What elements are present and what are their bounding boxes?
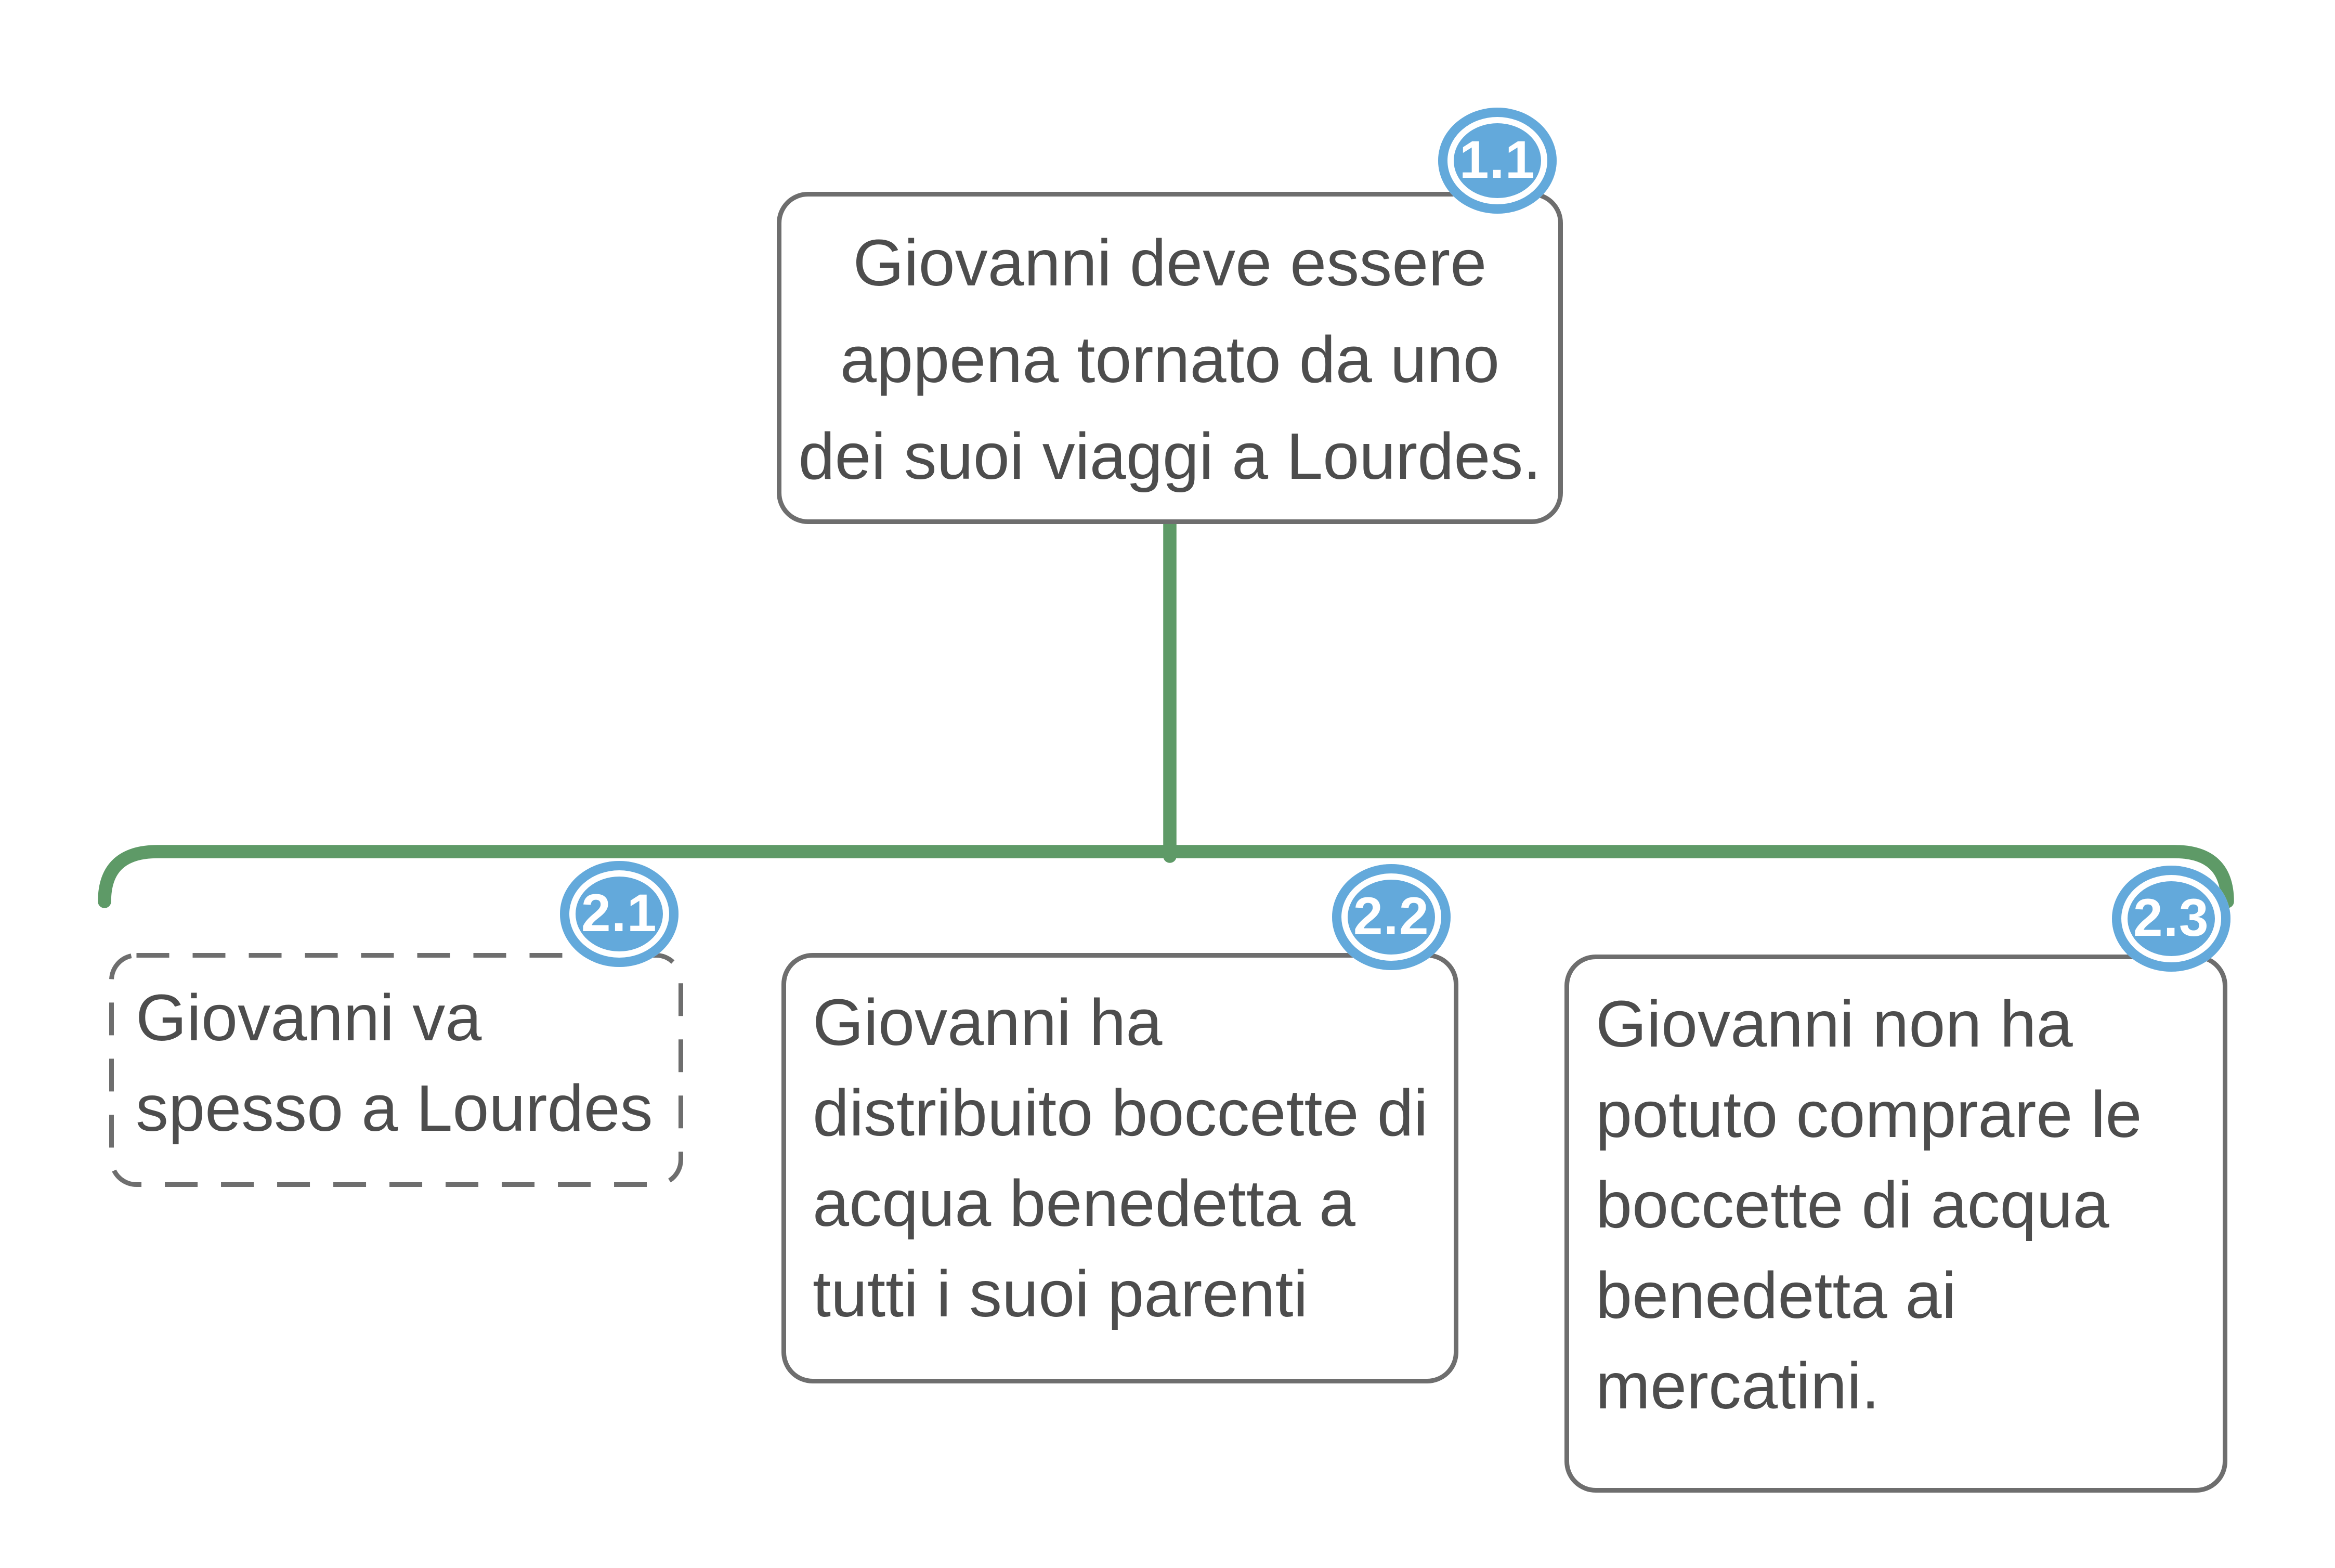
node-child-2-1-text: Giovanni va spesso a Lourdes bbox=[136, 981, 653, 1145]
node-child-2-3-text: Giovanni non ha potuto comprare le bocce… bbox=[1596, 987, 2142, 1422]
connector-bracket bbox=[98, 845, 2234, 908]
node-root-text: Giovanni deve essere appena tornato da u… bbox=[798, 226, 1542, 493]
node-child-2-3[interactable]: Giovanni non ha potuto comprare le bocce… bbox=[1564, 955, 2227, 1493]
node-badge-2-1: 2.1 bbox=[560, 861, 679, 967]
node-badge-1-1: 1.1 bbox=[1438, 108, 1557, 214]
node-root-claim[interactable]: Giovanni deve essere appena tornato da u… bbox=[777, 192, 1563, 524]
node-child-2-1[interactable]: Giovanni va spesso a Lourdes bbox=[109, 953, 683, 1187]
dashed-border bbox=[109, 953, 683, 1187]
node-badge-2-2: 2.2 bbox=[1332, 864, 1451, 970]
node-child-2-2-text: Giovanni ha distribuito boccette di acqu… bbox=[813, 986, 1428, 1330]
node-child-2-2[interactable]: Giovanni ha distribuito boccette di acqu… bbox=[781, 953, 1458, 1383]
node-badge-2-3: 2.3 bbox=[2112, 866, 2230, 972]
